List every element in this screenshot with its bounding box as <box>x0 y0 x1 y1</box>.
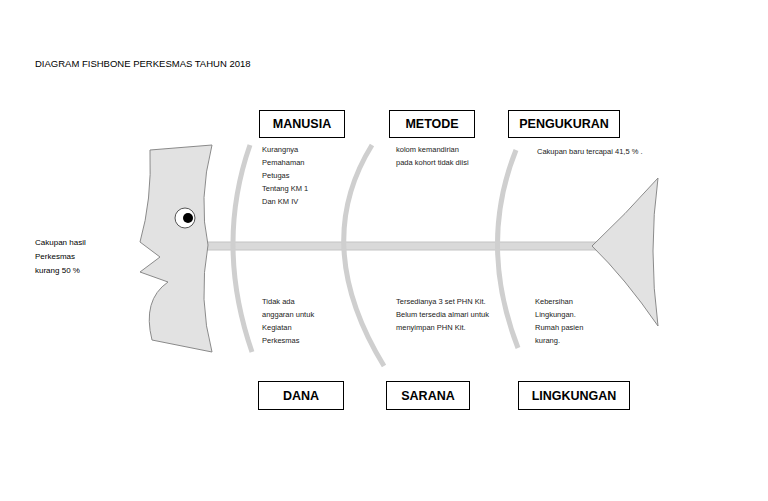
fish-spine <box>205 242 600 250</box>
category-box: LINGKUNGAN <box>518 381 630 410</box>
fish-tail <box>592 178 658 326</box>
fish-head <box>140 145 212 352</box>
category-label: MANUSIA <box>273 117 331 131</box>
fish-rib <box>344 145 384 366</box>
fish-eye <box>175 208 195 228</box>
fish-pupil <box>183 213 193 223</box>
effect-label: Cakupan hasil Perkesmas kurang 50 % <box>35 236 101 278</box>
category-label: SARANA <box>401 389 454 403</box>
fish-rib <box>497 150 518 348</box>
diagram-title: DIAGRAM FISHBONE PERKESMAS TAHUN 2018 <box>35 58 251 69</box>
category-box: MANUSIA <box>259 110 345 138</box>
category-box: DANA <box>258 381 344 410</box>
category-label: DANA <box>283 389 319 403</box>
category-box: PENGUKURAN <box>508 110 620 138</box>
cause-text: Kebersihan Lingkungan. Rumah pasien kura… <box>535 295 591 347</box>
category-box: METODE <box>389 110 475 138</box>
category-label: METODE <box>405 117 458 131</box>
cause-text: Cakupan baru tercapai 41,5 % . <box>537 145 669 158</box>
category-box: SARANA <box>386 381 470 410</box>
cause-text: kolom kemandirian pada kohort tidak diis… <box>396 143 472 169</box>
cause-text: Belum tersedia almari untuk menyimpan PH… <box>396 308 492 334</box>
fish-rib <box>233 145 252 352</box>
category-label: PENGUKURAN <box>519 117 609 131</box>
cause-text: Kurangnya Pemahaman Petugas Tentang KM 1… <box>262 143 318 208</box>
cause-text: Tersedianya 3 set PHN Kit. <box>396 295 492 308</box>
cause-text: Tidak ada anggaran untuk Kegiatan Perkes… <box>262 295 320 347</box>
category-label: LINGKUNGAN <box>532 389 617 403</box>
